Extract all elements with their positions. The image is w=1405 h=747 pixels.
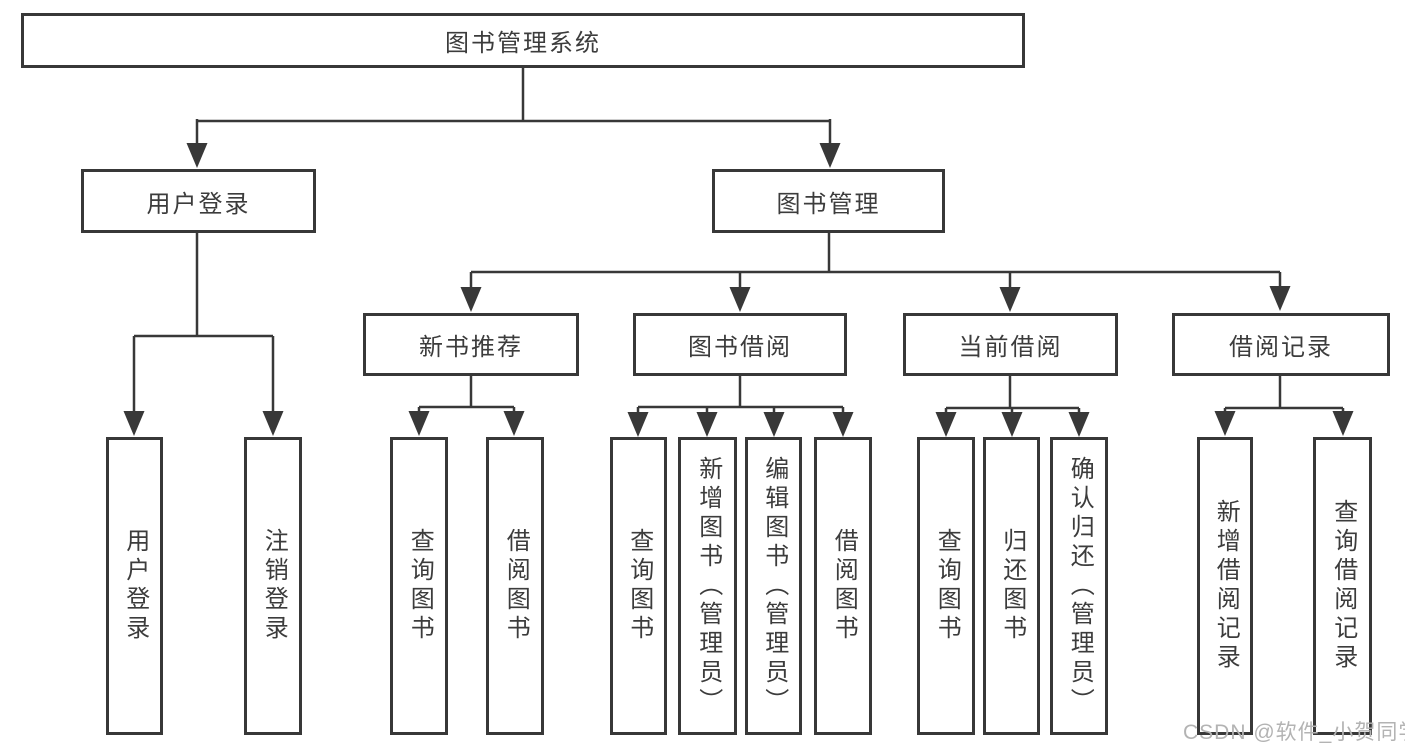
node-new-book-recommend: 新书推荐 [363, 313, 579, 376]
leaf-label: 确认归还（管理员） [1066, 455, 1094, 717]
node-user-login: 用户登录 [81, 169, 316, 233]
leaf-label: 新增借阅记录 [1212, 499, 1240, 673]
node-leaf-user-login: 用户登录 [106, 437, 163, 735]
leaf-label: 新增图书（管理员） [694, 455, 722, 717]
csdn-watermark: CSDN @软件_小贺同学 [1183, 721, 1405, 744]
node-leaf-logout: 注销登录 [244, 437, 302, 735]
node-leaf-query-books-3: 查询图书 [917, 437, 975, 735]
node-leaf-borrow-books-2: 借阅图书 [814, 437, 872, 735]
leaf-label: 用户登录 [121, 528, 149, 644]
node-leaf-query-books-2: 查询图书 [610, 437, 667, 735]
leaf-label: 查询图书 [625, 528, 653, 644]
node-leaf-query-borrow-record: 查询借阅记录 [1313, 437, 1372, 735]
node-book-borrow: 图书借阅 [633, 313, 847, 376]
node-leaf-edit-books-admin: 编辑图书（管理员） [745, 437, 802, 735]
leaf-label: 查询图书 [933, 528, 961, 644]
leaf-label: 查询图书 [406, 528, 434, 644]
node-root: 图书管理系统 [21, 13, 1025, 68]
leaf-label: 归还图书 [998, 528, 1026, 644]
node-leaf-confirm-return-admin: 确认归还（管理员） [1050, 437, 1108, 735]
node-current-borrow: 当前借阅 [903, 313, 1118, 376]
leaf-label: 编辑图书（管理员） [760, 455, 788, 717]
leaf-label: 注销登录 [260, 528, 288, 644]
node-leaf-return-books: 归还图书 [983, 437, 1040, 735]
node-book-management: 图书管理 [712, 169, 945, 233]
node-borrow-records: 借阅记录 [1172, 313, 1390, 376]
node-leaf-add-books-admin: 新增图书（管理员） [678, 437, 737, 735]
node-leaf-add-borrow-record: 新增借阅记录 [1197, 437, 1253, 735]
leaf-label: 查询借阅记录 [1329, 499, 1357, 673]
leaf-label: 借阅图书 [502, 528, 530, 644]
node-leaf-query-books: 查询图书 [390, 437, 448, 735]
leaf-label: 借阅图书 [830, 528, 858, 644]
node-leaf-borrow-books: 借阅图书 [486, 437, 544, 735]
